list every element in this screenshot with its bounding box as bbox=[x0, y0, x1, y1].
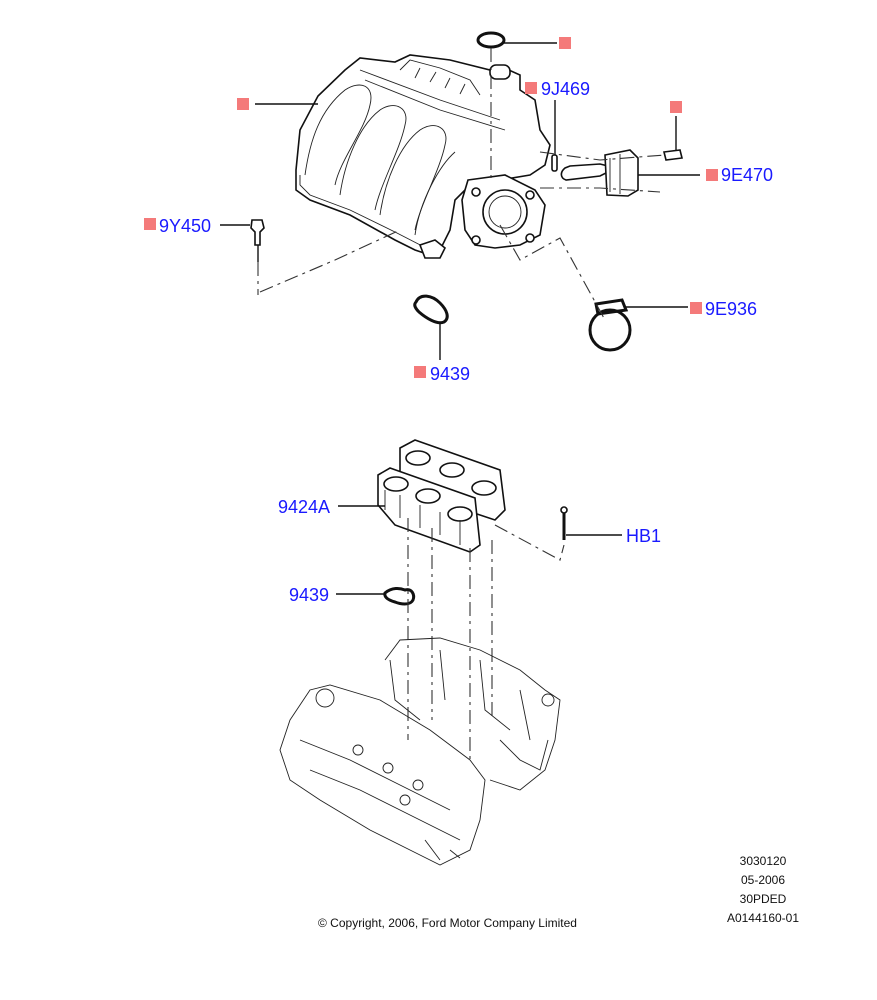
cap-gasket-part bbox=[476, 31, 557, 49]
marker-9J469 bbox=[525, 82, 537, 94]
engine-block bbox=[279, 637, 561, 866]
callout-9Y450[interactable]: 9Y450 bbox=[159, 216, 212, 236]
callout-9439-upper[interactable]: 9439 bbox=[430, 364, 471, 384]
drawing-metadata: 3030120 05-2006 30PDED A0144160-01 bbox=[718, 852, 808, 928]
oring-9J469-part bbox=[551, 100, 558, 172]
hb1-bolt-part bbox=[560, 506, 622, 540]
lower-centerlines bbox=[407, 518, 565, 760]
drawing-date: 05-2006 bbox=[740, 873, 786, 887]
callout-9424A[interactable]: 9424A bbox=[278, 497, 331, 517]
marker-9439-upper bbox=[414, 366, 426, 378]
marker-cap-gasket bbox=[559, 37, 571, 49]
marker-9Y450 bbox=[144, 218, 156, 230]
upper-centerlines bbox=[257, 48, 666, 321]
illustration-id: A0144160-01 bbox=[726, 911, 800, 925]
drawing-number: 3030120 bbox=[739, 854, 787, 868]
lower-intake-runners bbox=[338, 439, 506, 553]
marker-9E936 bbox=[690, 302, 702, 314]
drawing-code: 30PDED bbox=[739, 892, 787, 906]
marker-9E470 bbox=[706, 169, 718, 181]
marker-manifold bbox=[237, 98, 249, 110]
sensor-9Y450-part bbox=[220, 219, 265, 262]
clamp-9E936-part bbox=[588, 298, 688, 352]
marker-bolt-right bbox=[670, 101, 682, 113]
callout-HB1[interactable]: HB1 bbox=[626, 526, 662, 546]
callout-9J469[interactable]: 9J469 bbox=[541, 79, 591, 99]
callout-9E936[interactable]: 9E936 bbox=[705, 299, 758, 319]
upper-intake-manifold bbox=[295, 54, 551, 259]
copyright-notice: © Copyright, 2006, Ford Motor Company Li… bbox=[318, 916, 577, 930]
gasket-9439-lower-part bbox=[336, 586, 416, 606]
callout-9E470[interactable]: 9E470 bbox=[721, 165, 774, 185]
gasket-9439-upper-part bbox=[413, 294, 449, 360]
actuator-9E470-part bbox=[560, 149, 700, 197]
callout-9439-lower[interactable]: 9439 bbox=[289, 585, 330, 605]
bolt-right-part bbox=[663, 116, 683, 161]
